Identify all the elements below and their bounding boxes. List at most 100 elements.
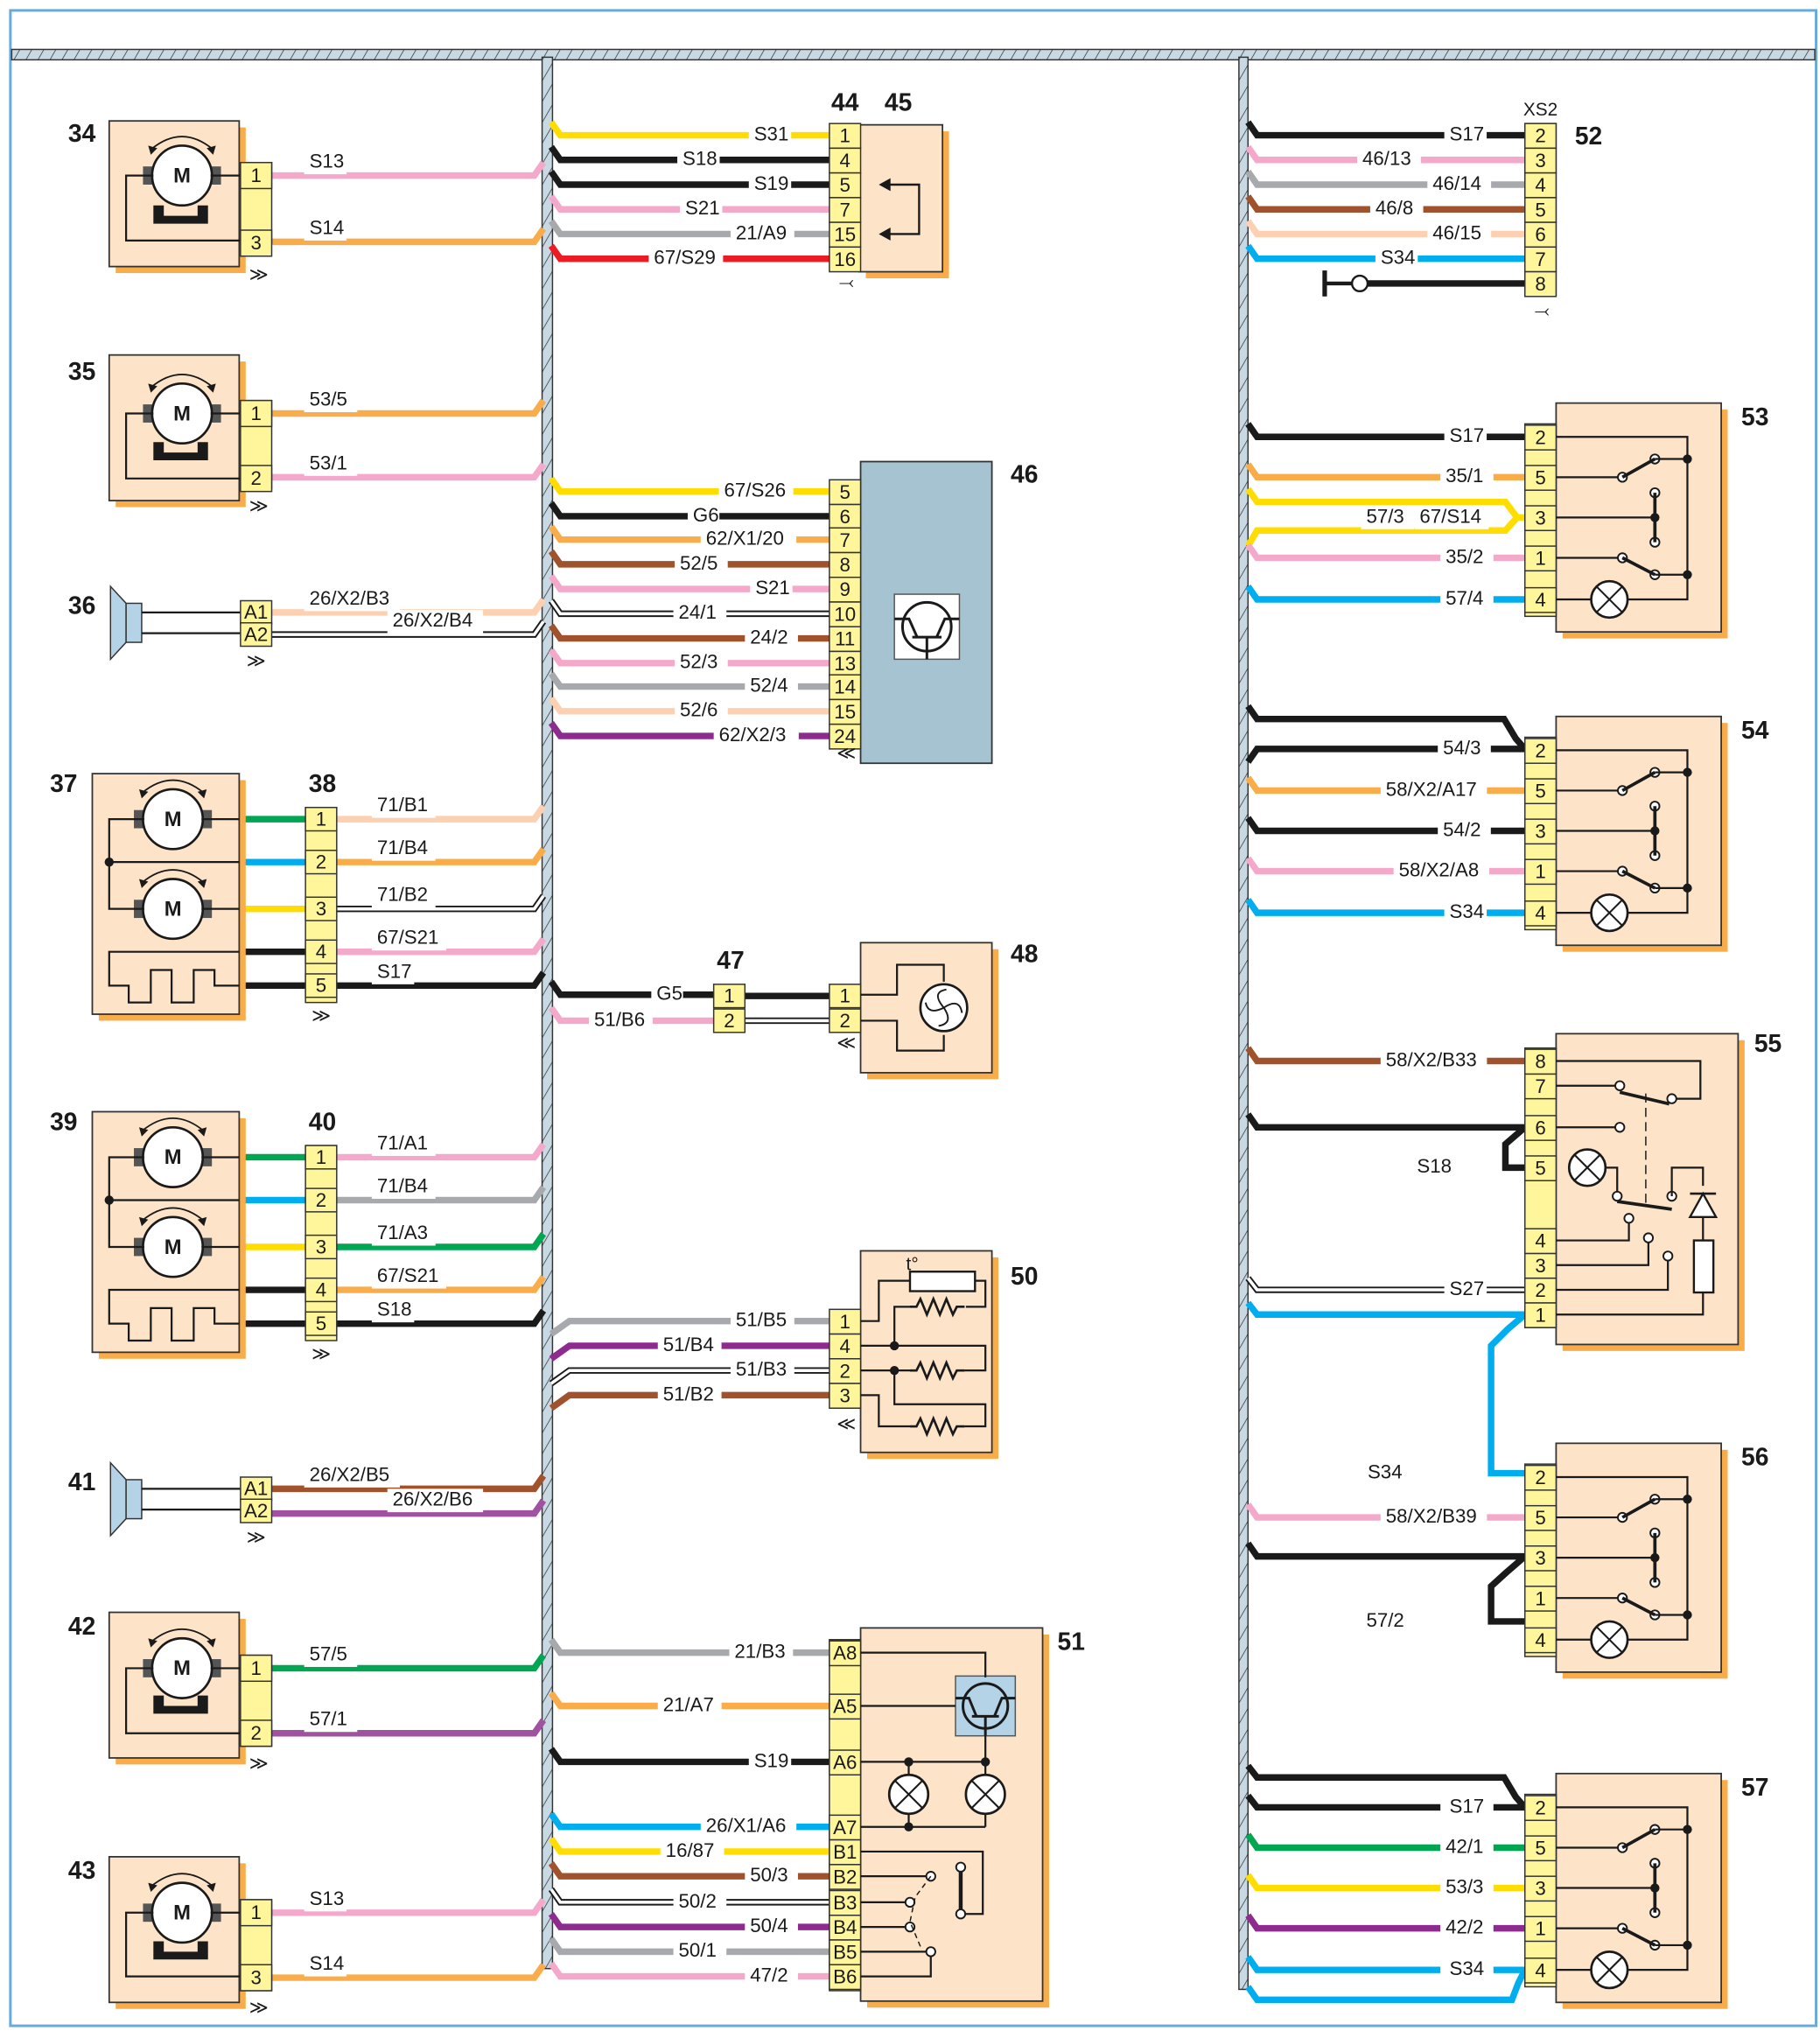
wire-label-bg xyxy=(371,927,446,951)
pin-label: 2 xyxy=(840,1010,850,1032)
wire-label-bg xyxy=(1440,587,1494,612)
wire[interactable] xyxy=(1245,194,1525,213)
wire-label: 26/X2/B5 xyxy=(310,1463,390,1485)
connector-pin xyxy=(304,939,338,964)
wire[interactable] xyxy=(1245,1955,1525,1973)
wire-label: 71/A3 xyxy=(377,1222,428,1243)
pin-label: 8 xyxy=(1535,1051,1545,1073)
wire[interactable] xyxy=(548,549,830,568)
wire[interactable] xyxy=(1245,462,1525,481)
wire[interactable] xyxy=(271,1498,547,1517)
wire[interactable] xyxy=(271,1653,547,1672)
wire[interactable] xyxy=(548,170,830,188)
wire[interactable] xyxy=(1245,1300,1534,1477)
wire[interactable] xyxy=(548,1912,830,1930)
wire[interactable] xyxy=(1245,1873,1525,1892)
wire[interactable] xyxy=(1245,898,1525,916)
wire[interactable] xyxy=(548,671,830,690)
pin-label: 6 xyxy=(1535,1117,1545,1138)
connector-pin xyxy=(304,1311,338,1336)
thermal-label: t° xyxy=(906,1254,919,1274)
wire-label: 52/3 xyxy=(680,651,718,673)
wire[interactable] xyxy=(548,648,830,667)
wire[interactable] xyxy=(548,1836,830,1855)
wire[interactable] xyxy=(1245,422,1525,440)
wire[interactable] xyxy=(548,696,830,715)
wire[interactable] xyxy=(1245,487,1525,522)
wire[interactable] xyxy=(1245,816,1525,835)
wire-label-bg xyxy=(675,699,728,724)
wire[interactable] xyxy=(336,1275,547,1293)
wire[interactable] xyxy=(271,597,547,616)
wire[interactable] xyxy=(336,804,547,823)
wire-label: 35/2 xyxy=(1446,545,1483,567)
wire[interactable] xyxy=(336,936,547,956)
wire[interactable] xyxy=(548,1936,830,1956)
wire-label-bg xyxy=(748,123,792,147)
wire[interactable] xyxy=(548,623,830,642)
connector-pin xyxy=(829,1889,862,1916)
wire-label-bg xyxy=(1440,1876,1494,1900)
wire[interactable] xyxy=(271,1718,547,1737)
wire[interactable] xyxy=(1245,746,1525,764)
wire[interactable] xyxy=(1245,1968,1529,2004)
wire[interactable] xyxy=(548,144,830,164)
wire[interactable] xyxy=(1245,515,1520,548)
wire[interactable] xyxy=(1245,704,1528,752)
wire[interactable] xyxy=(1245,1763,1528,1810)
wire[interactable] xyxy=(271,1963,547,1981)
wire[interactable] xyxy=(271,160,547,179)
component-number: 35 xyxy=(68,357,95,385)
wire-label: 67/S21 xyxy=(377,927,439,949)
wire[interactable] xyxy=(548,1747,830,1766)
lamp-cross xyxy=(970,1780,1000,1809)
wire[interactable] xyxy=(548,194,830,213)
wire[interactable] xyxy=(548,1961,830,1980)
wire[interactable] xyxy=(548,243,830,263)
wire[interactable] xyxy=(1245,1913,1525,1932)
wire[interactable] xyxy=(336,1185,547,1204)
wire[interactable] xyxy=(336,1308,547,1327)
wire[interactable] xyxy=(548,120,830,139)
motor-letter: M xyxy=(173,402,191,425)
connector-pin xyxy=(1524,1957,1558,1984)
wire[interactable] xyxy=(1245,120,1525,139)
wire-label-bg xyxy=(729,1641,794,1664)
wire[interactable] xyxy=(1245,1541,1534,1625)
wire[interactable] xyxy=(548,1861,830,1880)
wire[interactable] xyxy=(548,1005,714,1025)
wire[interactable] xyxy=(549,1391,830,1411)
component-number: 48 xyxy=(1011,940,1038,968)
wire[interactable] xyxy=(271,1897,547,1916)
connector-pin xyxy=(1524,1155,1558,1181)
wire[interactable] xyxy=(548,501,830,520)
circuit-line xyxy=(1621,869,1656,890)
wire[interactable] xyxy=(1245,144,1525,164)
wire[interactable] xyxy=(336,847,547,865)
wire[interactable] xyxy=(336,970,547,990)
wire[interactable] xyxy=(1245,1112,1534,1172)
wire[interactable] xyxy=(1245,543,1525,562)
wire[interactable] xyxy=(549,1342,830,1362)
connector-pin xyxy=(1524,1545,1558,1572)
wire[interactable] xyxy=(271,462,547,481)
wire[interactable] xyxy=(336,1232,547,1250)
wire[interactable] xyxy=(271,398,547,417)
wire[interactable] xyxy=(548,574,830,592)
wire[interactable] xyxy=(1245,585,1525,603)
wire[interactable] xyxy=(548,1691,830,1710)
wire[interactable] xyxy=(271,1474,547,1493)
wire[interactable] xyxy=(1245,1793,1525,1811)
wire[interactable] xyxy=(1245,243,1525,263)
wire-label-bg xyxy=(304,1952,347,1977)
male-connector-icon: ≫ xyxy=(312,1344,331,1364)
circuit-line xyxy=(1670,1166,1704,1197)
wire-label-bg xyxy=(1380,1049,1488,1073)
pin-label: 2 xyxy=(1535,1279,1545,1301)
pin-label: 5 xyxy=(1535,1157,1545,1179)
wire-label: S17 xyxy=(1450,424,1485,446)
wire[interactable] xyxy=(336,1142,547,1161)
wire[interactable] xyxy=(271,227,547,246)
arrowheads xyxy=(878,178,891,241)
wire[interactable] xyxy=(1245,1832,1525,1852)
